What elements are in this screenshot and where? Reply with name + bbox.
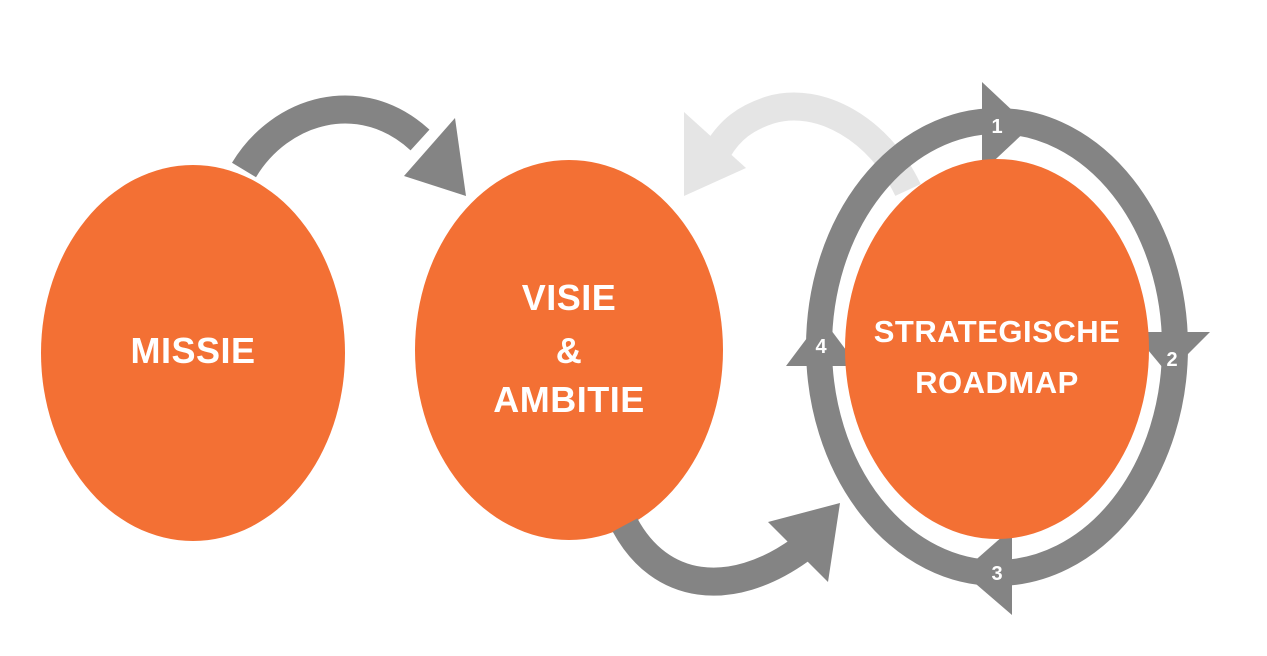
missie-label: MISSIE [130,330,256,371]
missie-node [41,165,345,541]
arrow-missie-to-visie [232,95,466,196]
cycle-arrowhead-2 [1133,332,1210,374]
visie-node [415,160,723,540]
ambitie-label: AMBITIE [493,379,645,420]
roadmap-cycle [786,82,1210,615]
cycle-arrowhead-1 [982,82,1030,172]
roadmap-label-line1: STRATEGISCHE [873,314,1121,349]
feedback-arrow [684,92,921,197]
cycle-step-3: 3 [991,563,1003,585]
roadmap-node [845,159,1149,539]
cycle-arrowhead-3 [962,528,1012,615]
visie-ampersand: & [555,330,583,371]
cycle-arrowhead-4 [786,318,858,366]
cycle-step-2: 2 [1166,349,1178,371]
cycle-step-4: 4 [815,336,827,358]
arrow-visie-to-roadmap [612,503,840,596]
visie-label: VISIE [521,277,617,318]
roadmap-label-line2: ROADMAP [915,365,1079,400]
cycle-step-1: 1 [991,116,1003,138]
